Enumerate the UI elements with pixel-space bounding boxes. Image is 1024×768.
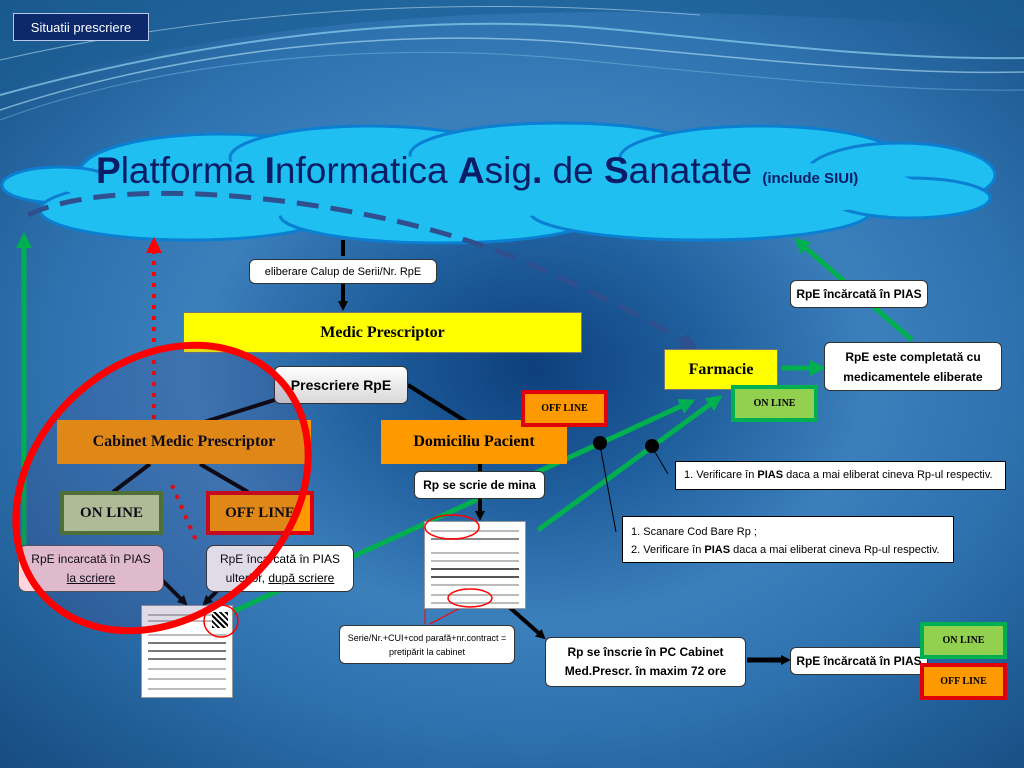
note2-line2-pre: 2. Verificare în	[631, 544, 705, 556]
note-scanare-box: 1. Scanare Cod Bare Rp ; 2. Verificare î…	[622, 516, 954, 563]
scan-marker-1	[593, 436, 607, 450]
cabinet-box: Cabinet Medic Prescriptor	[57, 420, 311, 464]
title-letter-p: P	[96, 150, 121, 191]
note2-line1: 1. Scanare Cod Bare Rp ;	[631, 526, 757, 538]
rpe-pias-left-box: RpE incarcată în PIAS la scriere	[18, 545, 164, 592]
completata-box: RpE este completată cu medicamentele eli…	[824, 342, 1002, 391]
title-letter-a: A	[457, 150, 485, 191]
note2-line2-post: daca a mai eliberat cineva Rp-ul respect…	[730, 544, 940, 556]
title-letter-s: S	[603, 150, 629, 191]
title-word-1: latforma	[120, 150, 265, 191]
title-letter-i: I	[264, 150, 275, 191]
offline-mid-badge: OFF LINE	[521, 390, 608, 427]
prescriere-rpe-box: Prescriere RpE	[274, 366, 408, 404]
scan-marker-2	[645, 439, 659, 453]
note1-post: daca a mai eliberat cineva Rp-ul respect…	[783, 469, 993, 481]
note-verificare-box: 1. Verificare în PIAS daca a mai elibera…	[675, 461, 1006, 490]
rpe-ulterior-line1: RpE încarcată în PIAS	[219, 552, 341, 566]
serie-box: Serie/Nr.+CUI+cod parafă+nr.contract = p…	[339, 625, 515, 664]
dashed-link-farmacie	[26, 190, 698, 350]
rpe-pias-top-box: RpE încărcată în PIAS	[790, 280, 928, 308]
rpe-ulterior-line3: după scriere	[268, 571, 335, 585]
online-farmacie-badge: ON LINE	[731, 385, 818, 422]
cloud-title: Platforma Informatica Asig. de Sanatate …	[96, 150, 996, 200]
rp-inscrie-box: Rp se înscrie în PC Cabinet Med.Prescr. …	[545, 637, 746, 687]
rpe-pias-left-line1: RpE incarcată în PIAS	[19, 550, 163, 569]
note2-line2-bold: PIAS	[704, 544, 731, 556]
title-subtitle: (include SIUI)	[762, 170, 859, 187]
note1-pre: 1. Verificare în	[684, 469, 758, 481]
farmacie-box: Farmacie	[664, 349, 778, 390]
rpe-pias-bottom-box: RpE încărcată în PIAS	[790, 647, 928, 675]
handwritten-rx-image	[424, 521, 526, 609]
title-dot: .	[531, 150, 543, 191]
title-word-5: anatate	[628, 150, 753, 191]
green-arrow-rx-farmacie-2	[536, 395, 723, 533]
title-word-3: sig	[484, 150, 532, 191]
rp-mina-box: Rp se scrie de mina	[414, 471, 545, 499]
slide-tag: Situatii prescriere	[13, 13, 149, 41]
note1-bold: PIAS	[757, 469, 784, 481]
title-word-2: nformatica	[274, 150, 458, 191]
offline-bottom-badge: OFF LINE	[920, 663, 1007, 700]
title-word-4: de	[542, 150, 604, 191]
medic-prescriptor-box: Medic Prescriptor	[183, 312, 582, 353]
rpe-pias-left-line2: la scriere	[19, 569, 163, 588]
calup-box: eliberare Calup de Serii/Nr. RpE	[249, 259, 437, 284]
online-left-badge: ON LINE	[60, 491, 163, 535]
qr-code-icon	[212, 612, 228, 628]
domiciliu-box: Domiciliu Pacient	[381, 420, 567, 464]
online-bottom-badge: ON LINE	[920, 622, 1007, 659]
